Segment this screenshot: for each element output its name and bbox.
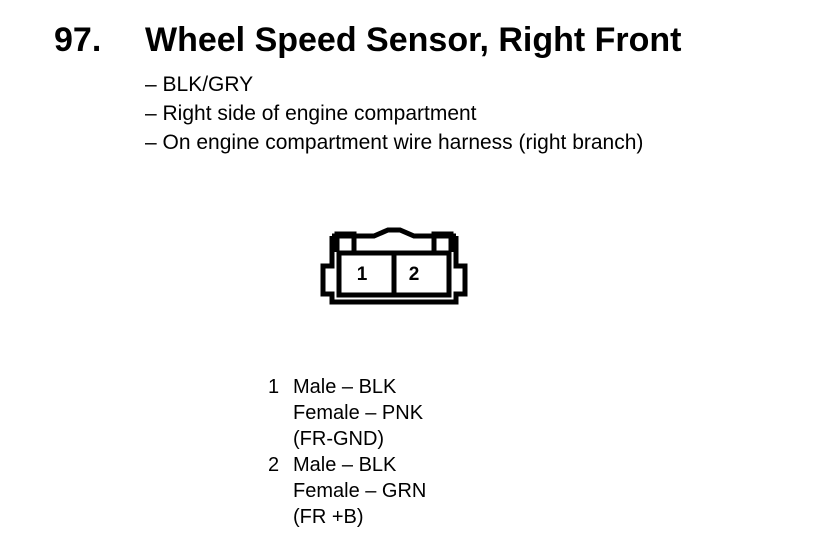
pin-entry: 1 Male – BLK Female – PNK (FR-GND) (268, 374, 426, 452)
pin-description: Male – BLK Female – GRN (FR +B) (293, 452, 426, 530)
connector-top-edge (332, 227, 456, 239)
connector-pin-label-2: 2 (409, 264, 420, 285)
connector-details: – BLK/GRY – Right side of engine compart… (145, 70, 643, 157)
connector-pin-label-1: 1 (357, 264, 368, 285)
pin-male-wire: Male – BLK (293, 376, 397, 398)
pin-female-wire: Female – PNK (293, 402, 424, 424)
pin-circuit: (FR-GND) (293, 428, 385, 450)
pin-male-wire: Male – BLK (293, 454, 397, 476)
connector-diagram: 1 2 (320, 227, 468, 305)
connector-left-latch (334, 231, 357, 252)
connector-location: – Right side of engine compartment (145, 102, 477, 125)
connector-body-outline (320, 236, 468, 305)
pin-circuit: (FR +B) (293, 506, 364, 528)
pin-entry: 2 Male – BLK Female – GRN (FR +B) (268, 452, 426, 530)
pin-number: 2 (268, 454, 280, 476)
connector-harness: – On engine compartment wire harness (ri… (145, 131, 644, 154)
pin-female-wire: Female – GRN (293, 480, 427, 502)
connector-color: – BLK/GRY (145, 73, 254, 96)
pin-description: Male – BLK Female – PNK (FR-GND) (293, 374, 423, 452)
section-number: 97. (54, 21, 102, 59)
pin-assignments: 1 Male – BLK Female – PNK (FR-GND) 2 Mal… (268, 374, 426, 530)
connector-right-latch (431, 231, 454, 252)
pin-number: 1 (268, 376, 280, 398)
section-title: Wheel Speed Sensor, Right Front (145, 21, 682, 59)
